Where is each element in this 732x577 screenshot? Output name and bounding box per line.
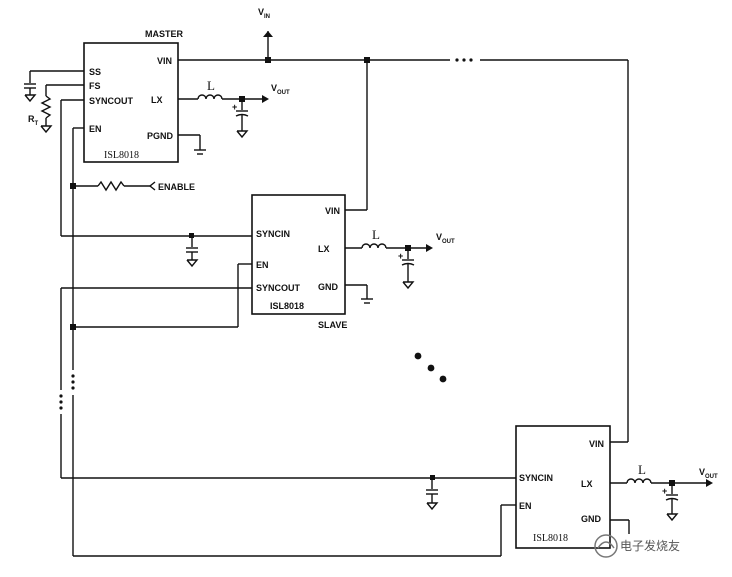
continuation-dots	[414, 352, 447, 383]
master-pin-fs: FS	[89, 81, 101, 91]
master-title: MASTER	[145, 29, 184, 39]
master-cap-polarity: +	[232, 102, 237, 112]
slave-part-number: ISL8018	[270, 301, 304, 311]
master-pin-pgnd: PGND	[147, 131, 174, 141]
slave-pin-syncin: SYNCIN	[256, 229, 290, 239]
master-ss-capacitor	[24, 70, 84, 103]
last-inductor-label: L	[638, 462, 646, 477]
master-part-number: ISL8018	[104, 150, 139, 161]
last-pin-vin: VIN	[589, 439, 604, 449]
master-vout-label: VOUT	[271, 83, 290, 96]
slave-cap-polarity: +	[398, 251, 403, 261]
last-cap-polarity: +	[662, 486, 667, 496]
ellipsis-dots	[455, 58, 473, 62]
slave-pin-en: EN	[256, 260, 269, 270]
slave-pin-vin: VIN	[325, 206, 340, 216]
master-ic-box	[83, 42, 179, 163]
rt-label: RT	[28, 114, 39, 127]
slave-ic-box	[251, 194, 346, 315]
enable-bus	[70, 127, 516, 557]
vin-label: VIN	[258, 7, 270, 20]
master-pin-en: EN	[89, 124, 102, 134]
watermark-logo: 电子发烧友	[594, 534, 680, 558]
last-output-stage	[610, 478, 713, 534]
sync-wire-slave-to-next	[59, 287, 516, 511]
last-part-number: ISL8018	[533, 533, 568, 544]
last-pin-syncin: SYNCIN	[519, 473, 553, 483]
slave-title: SLAVE	[318, 320, 347, 330]
slave-output-stage	[345, 243, 433, 304]
vin-rail	[178, 31, 629, 443]
master-pin-lx: LX	[151, 95, 163, 105]
master-pin-vin: VIN	[157, 56, 172, 66]
svg-text:电子发烧友: 电子发烧友	[620, 538, 680, 553]
enable-resistor	[73, 180, 156, 192]
master-output-stage	[178, 94, 269, 155]
slave-vout-label: VOUT	[436, 232, 455, 245]
slave-pin-gnd: GND	[318, 282, 339, 292]
enable-label: ENABLE	[158, 182, 195, 192]
last-pin-gnd: GND	[581, 514, 602, 524]
sync-wire-master-to-slave	[60, 99, 252, 268]
master-inductor-label: L	[207, 78, 215, 93]
slave-pin-lx: LX	[318, 244, 330, 254]
last-vout-label: VOUT	[699, 467, 718, 480]
slave-inductor-label: L	[372, 227, 380, 242]
rt-resistor	[40, 84, 84, 134]
master-pin-ss: SS	[89, 67, 101, 77]
slave-pin-syncout: SYNCOUT	[256, 283, 301, 293]
master-pin-syncout: SYNCOUT	[89, 96, 134, 106]
last-pin-lx: LX	[581, 479, 593, 489]
last-ic-box	[515, 425, 611, 549]
last-pin-en: EN	[519, 501, 532, 511]
